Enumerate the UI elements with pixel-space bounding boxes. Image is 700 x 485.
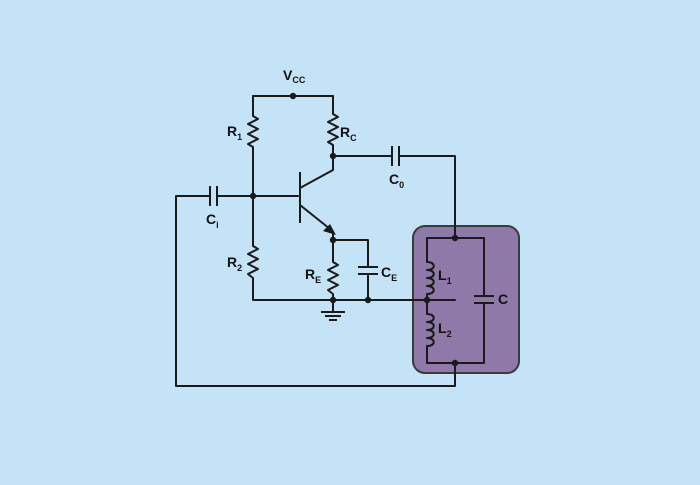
feedback-wire: [175, 195, 456, 387]
collector-wire: [299, 144, 334, 189]
label-re: RE: [305, 266, 321, 285]
label-l1: L1: [438, 267, 452, 286]
label-rc: RC: [340, 124, 357, 143]
resistor-rc: [327, 113, 339, 146]
label-c: C: [498, 291, 508, 307]
label-vcc: VCC: [283, 67, 306, 85]
resistor-r2: [247, 245, 259, 279]
ce-top-wire: [332, 239, 369, 268]
resistor-re: [327, 261, 339, 295]
ground-symbol: [321, 311, 345, 321]
tank-bottom-node: [451, 359, 459, 367]
r2-bottom-wire: [252, 277, 456, 301]
vcc-node: [289, 92, 297, 100]
label-r1: R1: [227, 123, 242, 142]
ce-bottom-node: [364, 296, 372, 304]
label-ci: Ci: [206, 211, 219, 230]
label-c0: C0: [389, 171, 404, 190]
inductor-tap-node: [423, 296, 431, 304]
inductor-l1: [426, 261, 435, 295]
resistor-r1: [247, 115, 259, 148]
inductor-l2: [426, 313, 435, 347]
emitter-lead: [299, 204, 331, 230]
c0-right-wire: [398, 155, 456, 239]
label-l2: L2: [438, 320, 452, 339]
label-r2: R2: [227, 254, 242, 273]
label-ce: CE: [381, 264, 397, 283]
re-bottom-node: [329, 296, 337, 304]
tank-top-node: [451, 234, 459, 242]
